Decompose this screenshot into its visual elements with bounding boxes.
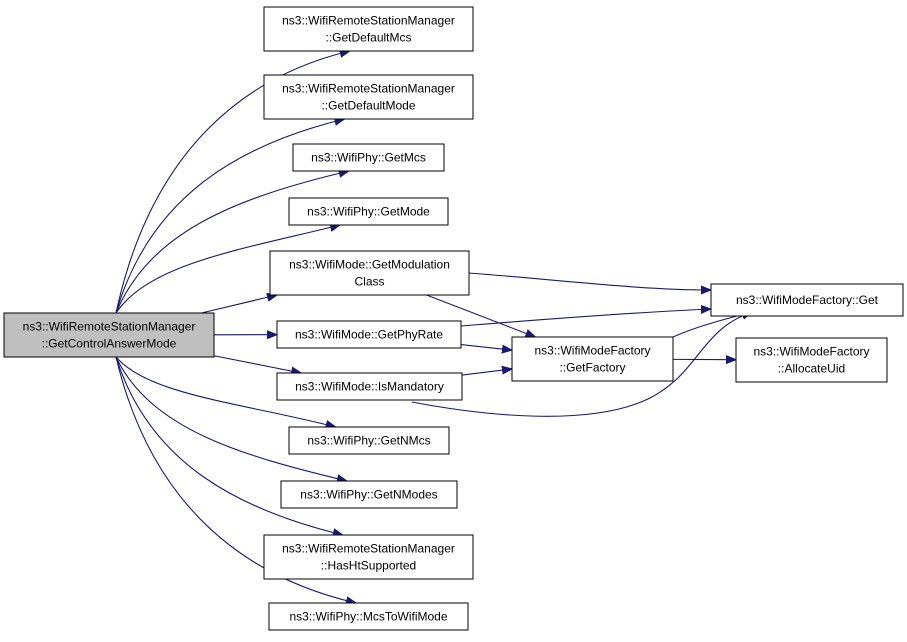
node-factory-getfactory[interactable]: ns3::WifiModeFactory::GetFactory (512, 337, 673, 381)
node-label-line: ns3::WifiPhy::GetMode (307, 205, 430, 219)
node-label-line: ns3::WifiPhy::GetNModes (300, 488, 437, 502)
edge-mode-getphyrate-to-factory-getfactory (461, 345, 512, 351)
node-factory-allocateuid[interactable]: ns3::WifiModeFactory::AllocateUid (736, 338, 887, 382)
node-label-line: ns3::WifiModeFactory (753, 345, 869, 359)
node-phy-mcstowifimode[interactable]: ns3::WifiPhy::McsToWifiMode (269, 603, 468, 630)
node-getdefaultmcs[interactable]: ns3::WifiRemoteStationManager::GetDefaul… (264, 7, 473, 51)
edge-root-to-mode-getmodulationclass (201, 295, 277, 313)
node-label-line: ::GetDefaultMcs (325, 31, 411, 45)
edge-line (214, 356, 301, 373)
node-label-line: ::GetFactory (559, 361, 625, 375)
node-label-line: ns3::WifiModeFactory (534, 344, 650, 358)
node-phy-getmcs[interactable]: ns3::WifiPhy::GetMcs (293, 144, 444, 171)
edge-line (461, 345, 512, 351)
node-label-line: ::GetControlAnswerMode (42, 337, 177, 351)
node-label-line: ns3::WifiMode::IsMandatory (295, 380, 444, 394)
node-label-line: ns3::WifiRemoteStationManager (282, 542, 455, 556)
node-label-line: ::AllocateUid (778, 362, 845, 376)
edge-line (201, 295, 277, 313)
node-label-line: ns3::WifiMode::GetModulation (289, 258, 450, 272)
node-label-line: ::HasHtSupported (321, 559, 416, 573)
edge-mode-getmodulationclass-to-factory-get (469, 273, 711, 290)
node-label-line: ns3::WifiRemoteStationManager (282, 14, 455, 28)
node-phy-getmode[interactable]: ns3::WifiPhy::GetMode (289, 198, 448, 225)
node-label-line: ::GetDefaultMode (321, 99, 415, 113)
node-label-line: ns3::WifiPhy::McsToWifiMode (289, 610, 447, 624)
node-phy-getnmcs[interactable]: ns3::WifiPhy::GetNMcs (289, 427, 449, 454)
node-label-line: ns3::WifiPhy::GetNMcs (307, 434, 430, 448)
node-mode-getphyrate[interactable]: ns3::WifiMode::GetPhyRate (277, 321, 461, 348)
node-getdefaultmode[interactable]: ns3::WifiRemoteStationManager::GetDefaul… (264, 75, 473, 119)
node-label-line: ns3::WifiModeFactory::Get (736, 293, 879, 307)
edge-line (461, 309, 711, 326)
nodes-layer: ns3::WifiRemoteStationManager::GetContro… (4, 7, 903, 630)
edge-mode-getphyrate-to-factory-get (461, 309, 711, 326)
node-factory-get[interactable]: ns3::WifiModeFactory::Get (711, 284, 903, 316)
node-label-line: ns3::WifiRemoteStationManager (282, 82, 455, 96)
edge-line (462, 369, 512, 375)
node-root[interactable]: ns3::WifiRemoteStationManager::GetContro… (4, 313, 214, 357)
node-hashtsupported[interactable]: ns3::WifiRemoteStationManager::HasHtSupp… (264, 535, 473, 579)
node-mode-ismandatory[interactable]: ns3::WifiMode::IsMandatory (277, 373, 462, 400)
edge-line (469, 273, 711, 290)
edge-mode-ismandatory-to-factory-getfactory (462, 369, 512, 375)
node-label-line: Class (354, 275, 384, 289)
edge-root-to-mode-ismandatory (214, 356, 301, 373)
node-phy-getnmodes[interactable]: ns3::WifiPhy::GetNModes (281, 481, 457, 508)
node-label-line: ns3::WifiPhy::GetMcs (311, 151, 426, 165)
node-label-line: ns3::WifiMode::GetPhyRate (295, 328, 443, 342)
node-label-line: ns3::WifiRemoteStationManager (23, 320, 196, 334)
